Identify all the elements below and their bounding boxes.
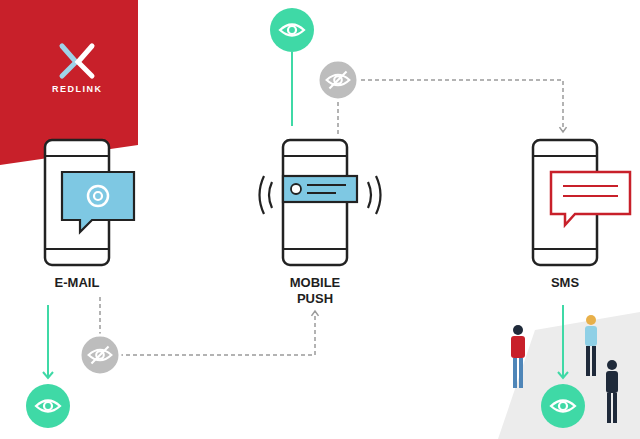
brand-name: REDLINK (52, 84, 103, 94)
channel-label: MOBILE PUSH (280, 275, 350, 307)
seen-icon (26, 8, 585, 428)
seen-lines (43, 52, 568, 378)
phone-node: E-MAIL (32, 138, 122, 291)
phone-node: SMS (520, 138, 610, 291)
phone-bars (45, 156, 597, 249)
channel-label: E-MAIL (37, 275, 117, 291)
email-bubble (62, 172, 134, 232)
floor (498, 312, 640, 439)
unseen-icon (80, 60, 358, 375)
sms-bubble (551, 172, 630, 225)
fallback-connector (100, 297, 319, 355)
phone-node: MOBILE PUSH (270, 138, 360, 307)
logo-mark (62, 46, 92, 76)
channel-label: SMS (525, 275, 605, 291)
push-notification (260, 176, 381, 214)
fallback-connector (338, 80, 567, 134)
phone-outlines (45, 140, 597, 265)
